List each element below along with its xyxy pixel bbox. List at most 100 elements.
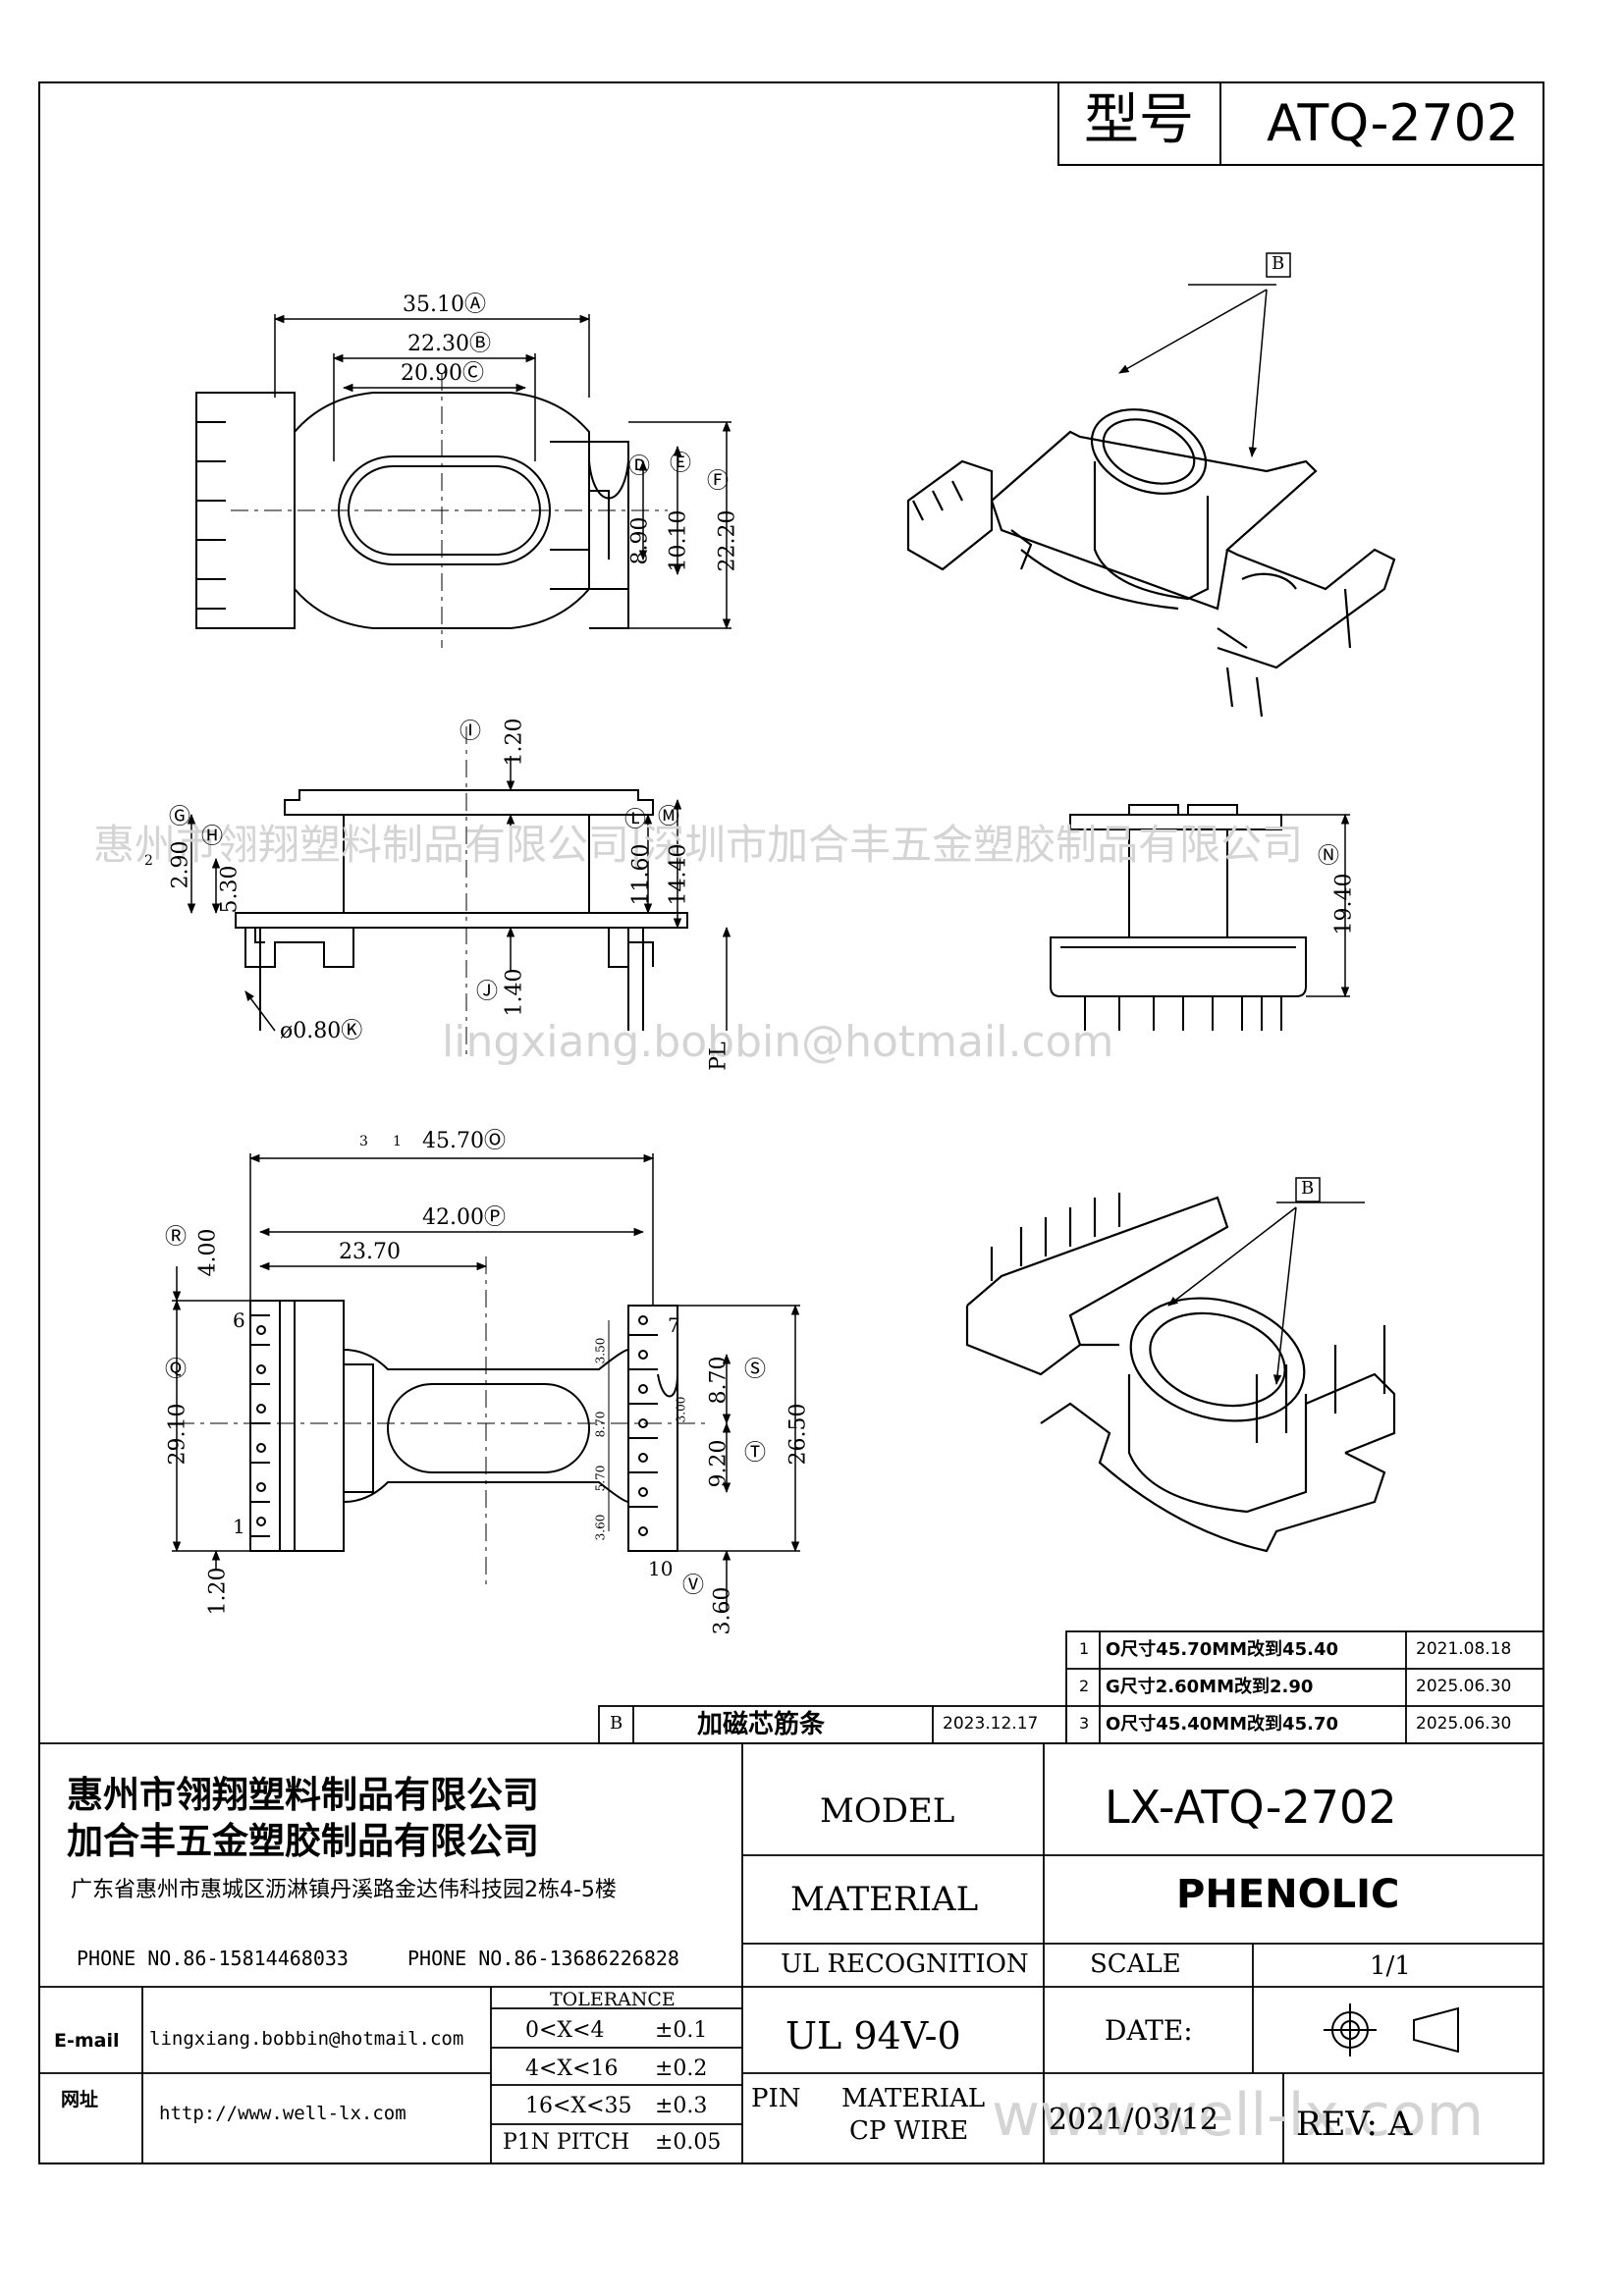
dim-k: ø0.80Ⓚ bbox=[280, 1019, 363, 1043]
dim-s-label: Ⓢ bbox=[744, 1358, 767, 1382]
dim-h-value: 5.30 bbox=[217, 865, 243, 914]
material-label: MATERIAL bbox=[790, 1880, 979, 1919]
dim-m-value: 14.40 bbox=[666, 843, 691, 906]
dim-pl: PL bbox=[706, 1041, 731, 1071]
dim-q-value: 29.10 bbox=[165, 1403, 190, 1466]
website-label: 网址 bbox=[61, 2089, 99, 2110]
dim-e-label: Ⓔ bbox=[670, 452, 692, 476]
projection-icon bbox=[1324, 2003, 1459, 2056]
side-view-drawing bbox=[235, 726, 688, 1060]
revision-mark-1: 1 bbox=[393, 1134, 402, 1149]
tolerance-range-4: P1N PITCH bbox=[503, 2130, 630, 2155]
dim-a: 35.10Ⓐ bbox=[403, 293, 486, 317]
top-view-dimensions bbox=[273, 314, 731, 630]
tolerance-value-2: ±0.2 bbox=[655, 2056, 708, 2081]
revision-1-date: 2021.08.18 bbox=[1416, 1639, 1512, 1659]
dim-g-revision-mark: 2 bbox=[144, 853, 153, 869]
dim-t-label: Ⓣ bbox=[744, 1441, 767, 1466]
dim-j-value: 1.40 bbox=[502, 968, 527, 1017]
material-value: PHENOLIC bbox=[1176, 1872, 1400, 1917]
dim-d-label: Ⓓ bbox=[628, 454, 651, 479]
dim-g-label: Ⓖ bbox=[169, 805, 191, 829]
tolerance-value-3: ±0.3 bbox=[655, 2094, 708, 2118]
dim-l-value: 11.60 bbox=[628, 843, 654, 906]
company-name-2: 加合丰五金塑胶制品有限公司 bbox=[67, 1820, 539, 1862]
dim-j-label: Ⓙ bbox=[476, 980, 499, 1004]
model-value: LX-ATQ-2702 bbox=[1105, 1781, 1397, 1834]
revision-2-date: 2025.06.30 bbox=[1416, 1677, 1512, 1696]
revision-table-grid bbox=[598, 1630, 1544, 1744]
company-phone-1: PHONE NO.86-15814468033 bbox=[77, 1947, 349, 1970]
scale-label: SCALE bbox=[1090, 1949, 1181, 1979]
dim-d-value: 8.90 bbox=[627, 516, 653, 565]
tolerance-range-3: 16<X<35 bbox=[525, 2094, 632, 2118]
dim-v-value: 3.60 bbox=[710, 1586, 735, 1635]
pin-material-label: MATERIAL bbox=[841, 2084, 986, 2113]
dim-b: 22.30Ⓑ bbox=[407, 332, 491, 356]
revision-3-mark: 3 bbox=[1079, 1714, 1090, 1733]
model-label: MODEL bbox=[820, 1791, 955, 1831]
dim-small-3: 8.70 bbox=[593, 1411, 608, 1438]
model-box-value: ATQ-2702 bbox=[1267, 94, 1519, 153]
dim-small-2: 3.00 bbox=[674, 1396, 688, 1423]
dim-s-value: 8.70 bbox=[706, 1356, 731, 1405]
dim-g-value: 2.90 bbox=[168, 840, 193, 889]
revision-1-mark: 1 bbox=[1079, 1639, 1090, 1658]
dim-overall-height: 26.50 bbox=[785, 1403, 811, 1466]
revision-2-text: G尺寸2.60MM改到2.90 bbox=[1106, 1677, 1314, 1697]
dim-m-label: Ⓜ bbox=[658, 805, 680, 829]
tolerance-value-4: ±0.05 bbox=[655, 2130, 722, 2155]
iso-callout-b-top: B bbox=[1272, 253, 1285, 274]
sheet-border bbox=[38, 81, 1544, 2164]
side-view-dimensions bbox=[187, 756, 731, 1032]
revision-3-text: O尺寸45.40MM改到45.70 bbox=[1106, 1714, 1338, 1735]
bottom-view-drawing bbox=[177, 1256, 707, 1590]
tolerance-range-1: 0<X<4 bbox=[525, 2018, 605, 2043]
model-title-box bbox=[1057, 81, 1544, 166]
company-address: 广东省惠州市惠城区沥淋镇丹溪路金达伟科技园2栋4-5楼 bbox=[71, 1878, 617, 1902]
dim-r-value: 4.00 bbox=[195, 1228, 221, 1277]
dim-i-value: 1.20 bbox=[502, 718, 527, 767]
dim-e-value: 10.10 bbox=[666, 509, 691, 572]
model-box-label: 型号 bbox=[1084, 88, 1194, 152]
revision-3-date: 2025.06.30 bbox=[1416, 1714, 1512, 1734]
dim-n-label: Ⓝ bbox=[1318, 844, 1340, 869]
ul-recognition-label: UL RECOGNITION bbox=[781, 1949, 1029, 1979]
tolerance-header: TOLERANCE bbox=[550, 1989, 676, 2010]
revision-1-text: O尺寸45.70MM改到45.40 bbox=[1106, 1639, 1338, 1660]
title-block-grid bbox=[39, 1742, 1543, 2163]
company-name-1: 惠州市翎翔塑料制品有限公司 bbox=[67, 1774, 539, 1816]
dim-t-value: 9.20 bbox=[706, 1439, 731, 1488]
pin-7-label: 7 bbox=[668, 1313, 680, 1337]
revision-value: REV: A bbox=[1296, 2105, 1413, 2144]
revision-2-mark: 2 bbox=[1079, 1677, 1090, 1695]
bottom-view-dimensions bbox=[172, 1153, 800, 1610]
pin-10-label: 10 bbox=[648, 1557, 674, 1580]
dim-c: 20.90Ⓒ bbox=[401, 361, 484, 386]
ul-recognition-value: UL 94V-0 bbox=[785, 2014, 961, 2057]
pin-1-label: 1 bbox=[233, 1515, 245, 1538]
email-link[interactable]: lingxiang.bobbin@hotmail.com bbox=[149, 2028, 464, 2050]
pin-label: PIN bbox=[751, 2084, 801, 2113]
dim-q-label: Ⓠ bbox=[165, 1358, 188, 1382]
dim-i-label: Ⓘ bbox=[460, 720, 482, 744]
revision-b-mark: B bbox=[610, 1713, 623, 1734]
dim-small-4: 5.70 bbox=[593, 1465, 608, 1492]
email-label: E-mail bbox=[54, 2030, 120, 2052]
date-label: DATE: bbox=[1105, 2014, 1193, 2047]
watermark-site: www.well-lx.com bbox=[992, 2081, 1485, 2150]
dim-l-label: Ⓛ bbox=[624, 808, 647, 832]
scale-value: 1/1 bbox=[1370, 1951, 1411, 1981]
revision-mark-3: 3 bbox=[359, 1134, 368, 1149]
website-link[interactable]: http://www.well-lx.com bbox=[159, 2103, 406, 2124]
dim-f-label: Ⓕ bbox=[707, 469, 730, 494]
watermark-email: lingxiang.bobbin@hotmail.com bbox=[442, 1017, 1114, 1067]
front-view-drawing bbox=[1050, 804, 1307, 1031]
tolerance-range-2: 4<X<16 bbox=[525, 2056, 619, 2081]
dim-small-1: 3.50 bbox=[593, 1337, 608, 1364]
dim-f-value: 22.20 bbox=[715, 509, 740, 572]
tolerance-value-1: ±0.1 bbox=[655, 2018, 708, 2043]
dim-r-label: Ⓡ bbox=[165, 1225, 188, 1250]
dim-left-width: 23.70 bbox=[339, 1240, 401, 1264]
